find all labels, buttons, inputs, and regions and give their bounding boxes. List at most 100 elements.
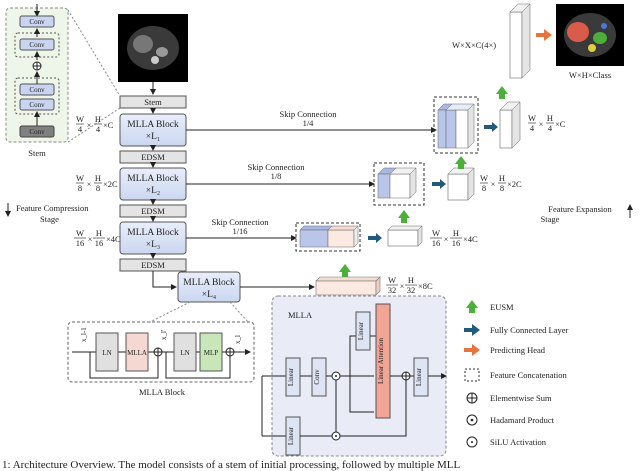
- skip-connections: Skip Connection 1/4 Skip Connection 1/8 …: [186, 109, 437, 241]
- svg-text:8: 8: [482, 183, 486, 193]
- svg-text:Stage: Stage: [40, 214, 59, 224]
- svg-text:Elementwise Sum: Elementwise Sum: [490, 393, 552, 403]
- svg-text:×: ×: [539, 119, 544, 129]
- svg-text:x_l-1: x_l-1: [80, 327, 88, 342]
- svg-text:MLP: MLP: [204, 349, 219, 357]
- svg-text:16: 16: [95, 238, 104, 248]
- svg-text:Conv: Conv: [29, 128, 45, 136]
- encoder-column: Stem MLLA Block ×L₁ EDSM MLLA Block ×L₂ …: [119, 95, 241, 303]
- svg-text:×: ×: [87, 179, 92, 189]
- svg-text:Conv: Conv: [29, 86, 45, 94]
- svg-text:H: H: [547, 113, 553, 123]
- eusm-arrow-4: [496, 86, 508, 99]
- svg-text:EDSM: EDSM: [141, 260, 165, 270]
- svg-text:W: W: [432, 228, 440, 238]
- compression-stage-label: Feature Compression Stage: [5, 203, 89, 224]
- svg-text:EDSM: EDSM: [141, 152, 165, 162]
- svg-text:MLLA: MLLA: [127, 349, 147, 357]
- bottleneck-feature: W 32 × H 32 ×8C: [240, 275, 433, 296]
- svg-text:×L₁: ×L₁: [146, 132, 160, 142]
- head-arrow: [536, 29, 552, 41]
- svg-text:W: W: [76, 228, 84, 238]
- svg-text:×C: ×C: [555, 119, 566, 129]
- svg-text:W×X×C(4×): W×X×C(4×): [452, 40, 496, 50]
- svg-text:×: ×: [491, 179, 496, 189]
- svg-text:H: H: [95, 173, 101, 183]
- svg-text:MLLA Block: MLLA Block: [139, 387, 186, 397]
- svg-text:W: W: [528, 113, 536, 123]
- stem-detail-panel: Conv Conv Conv Conv Conv Stem: [5, 4, 69, 158]
- svg-text:W: W: [76, 114, 84, 124]
- svg-text:H: H: [499, 173, 505, 183]
- svg-text:SiLU Activation: SiLU Activation: [490, 437, 547, 447]
- svg-text:×2C: ×2C: [103, 179, 118, 189]
- eusm-legend-icon: [466, 300, 478, 313]
- fc-legend-icon: [464, 324, 480, 336]
- svg-text:4: 4: [548, 123, 553, 133]
- svg-text:16: 16: [76, 238, 85, 248]
- svg-text:1/16: 1/16: [232, 226, 247, 236]
- svg-text:W: W: [388, 275, 396, 285]
- svg-text:MLLA: MLLA: [288, 310, 313, 320]
- svg-text:8: 8: [500, 183, 504, 193]
- svg-text:×: ×: [400, 281, 405, 291]
- eusm-arrow-3: [455, 156, 467, 169]
- svg-text:EDSM: EDSM: [141, 206, 165, 216]
- svg-text:Linear Attention: Linear Attention: [377, 337, 385, 384]
- svg-text:Hadamard Product: Hadamard Product: [490, 415, 555, 425]
- svg-text:×2C: ×2C: [507, 179, 522, 189]
- svg-text:×: ×: [87, 120, 92, 130]
- svg-text:1/4: 1/4: [303, 118, 315, 128]
- svg-text:Feature Concatenation: Feature Concatenation: [490, 370, 567, 380]
- svg-text:4: 4: [78, 124, 83, 134]
- svg-text:Conv: Conv: [313, 369, 321, 385]
- svg-text:MLLA Block: MLLA Block: [127, 228, 179, 238]
- svg-text:Stem: Stem: [28, 148, 46, 158]
- svg-text:Conv: Conv: [29, 18, 45, 26]
- svg-text:EUSM: EUSM: [490, 302, 514, 312]
- svg-text:Conv: Conv: [29, 101, 45, 109]
- svg-text:Linear: Linear: [287, 426, 295, 445]
- svg-text:×C: ×C: [103, 120, 114, 130]
- svg-text:32: 32: [388, 285, 397, 295]
- svg-text:H: H: [453, 228, 459, 238]
- fc-arrow-2: [432, 179, 446, 189]
- svg-text:×: ×: [444, 234, 449, 244]
- svg-text:MLLA Block: MLLA Block: [127, 120, 179, 130]
- svg-text:Fully Connected Layer: Fully Connected Layer: [490, 325, 569, 335]
- svg-text:8: 8: [96, 183, 100, 193]
- concat-legend-icon: [464, 368, 480, 382]
- svg-text:×L₂: ×L₂: [146, 186, 160, 196]
- svg-text:MLLA Block: MLLA Block: [183, 278, 235, 288]
- stem-conv-1: [19, 15, 55, 28]
- output-segmentation-image: [556, 4, 624, 66]
- stem-conv-4: [19, 98, 55, 111]
- svg-text:Stem: Stem: [144, 97, 162, 107]
- svg-text:x_l': x_l': [160, 330, 168, 340]
- svg-text:16: 16: [432, 238, 441, 248]
- svg-text:Predicting Head: Predicting Head: [490, 345, 546, 355]
- head-legend-icon: [464, 344, 480, 356]
- svg-text:Skip Connection: Skip Connection: [280, 109, 338, 119]
- svg-text:Linear: Linear: [357, 321, 365, 340]
- svg-text:MLLA Block: MLLA Block: [127, 174, 179, 184]
- decoder: W 16 × H 16 ×4C W 8 × H 8 ×2C: [295, 3, 624, 277]
- figure-caption: 1: Architecture Overview. The model cons…: [2, 459, 461, 471]
- stem-conv-2: [19, 38, 55, 51]
- svg-text:×4C: ×4C: [463, 234, 478, 244]
- fc-arrow-3: [484, 122, 498, 132]
- svg-text:×8C: ×8C: [418, 281, 433, 291]
- eusm-arrow-1: [339, 264, 351, 277]
- svg-text:W×H×Class: W×H×Class: [569, 70, 611, 80]
- expansion-stage-label: Feature Expansion Stage: [541, 204, 633, 224]
- input-ct-image: [118, 14, 188, 82]
- svg-text:×: ×: [88, 234, 93, 244]
- svg-text:LN: LN: [180, 349, 189, 357]
- eusm-arrow-2: [398, 210, 410, 223]
- svg-text:Skip Connection: Skip Connection: [212, 217, 270, 227]
- svg-text:Linear: Linear: [415, 367, 423, 386]
- encoder-dims: W 4 × H 4 ×C W 8 × H 8 ×2C W 16 × H 16 ×…: [74, 114, 121, 248]
- svg-text:Stage: Stage: [541, 214, 560, 224]
- mlla-detail-panel: MLLA Linear Conv Linear Linear Attention…: [261, 295, 447, 457]
